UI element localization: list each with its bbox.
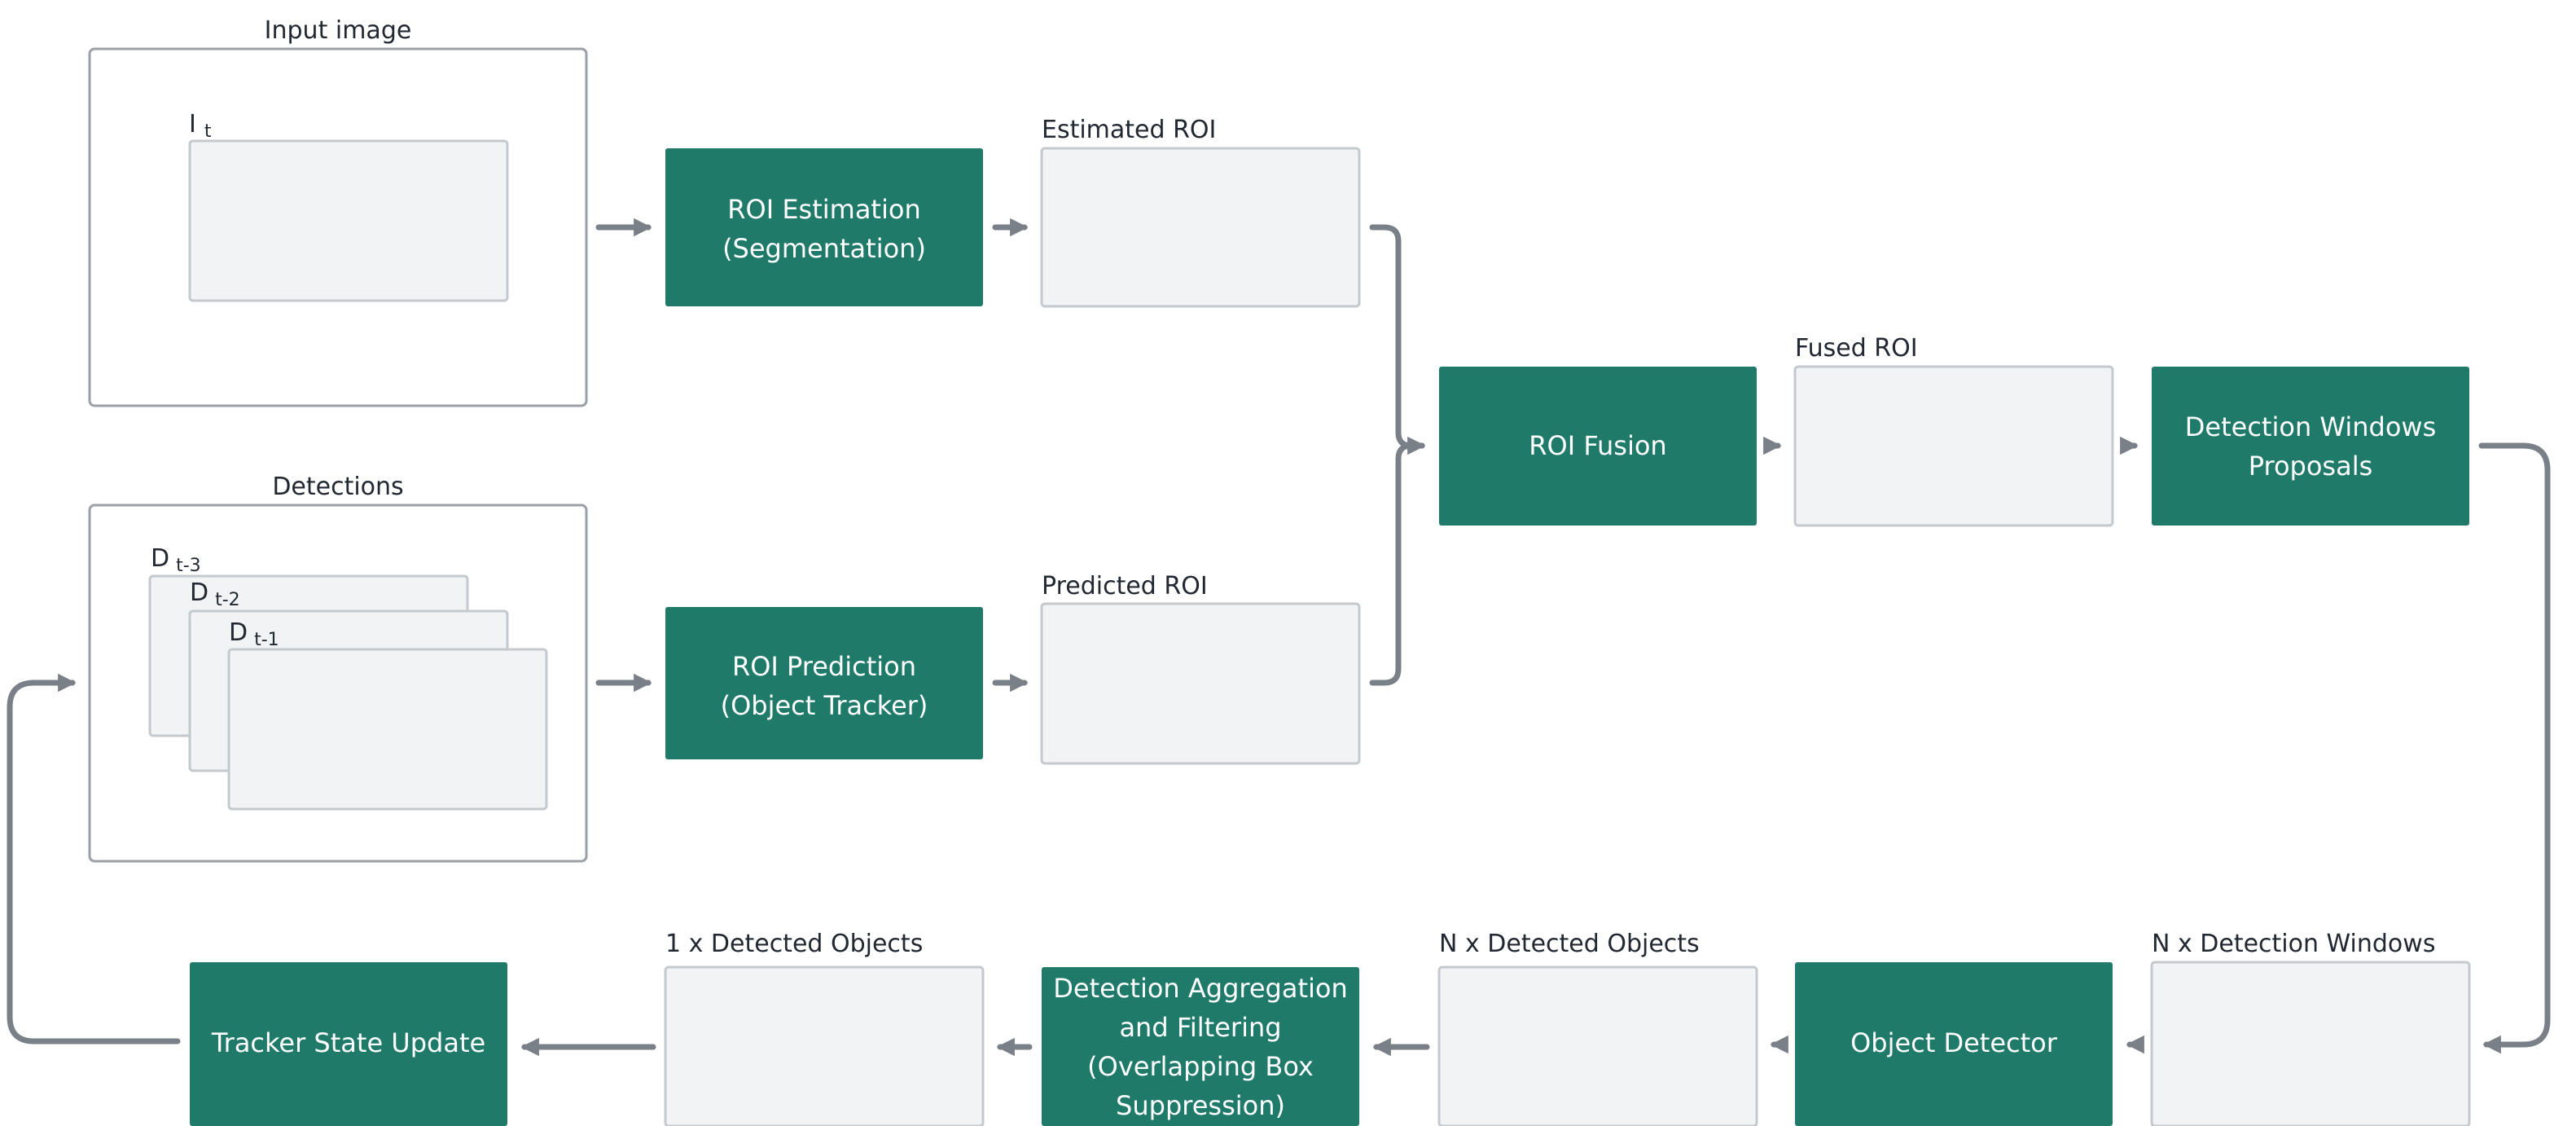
detection-aggregation-line2: and Filtering [1119,1012,1281,1043]
roi-prediction-line1: ROI Prediction [732,651,916,682]
predicted-roi-title: Predicted ROI [1042,572,1208,600]
roi-prediction-line2: (Object Tracker) [721,690,928,721]
detection-windows-proposals-line1: Detection Windows [2185,411,2436,442]
roi-estimation-line2: (Segmentation) [722,233,926,264]
detection-windows-proposals-block [2152,367,2469,526]
arrow-predicted-roi-to-fusion [1369,442,1425,686]
arrow-tracker-update-to-detections [7,673,181,1045]
n-detection-windows-slot [2150,961,2471,1126]
estimated-roi-title: Estimated ROI [1042,116,1216,144]
object-detector-block [1795,962,2113,1126]
detection-aggregation-line3: (Overlapping Box [1087,1051,1314,1082]
n-detection-windows-title: N x Detection Windows [2152,930,2435,958]
roi-fusion-label: ROI Fusion [1529,430,1666,461]
tracker-state-update-label: Tracker State Update [211,1027,485,1058]
arrow-proposals-to-detection-windows [2478,442,2551,1054]
detection-aggregation-line4: Suppression) [1116,1090,1285,1121]
object-detector-label: Object Detector [1850,1027,2058,1058]
input-image-slot [188,139,509,302]
tracker-state-update-block [190,962,507,1126]
n-detected-objects-title: N x Detected Objects [1439,930,1700,958]
fused-roi-title: Fused ROI [1795,334,1918,363]
fused-roi-slot [1793,365,2114,527]
detection-aggregation-block [1042,967,1359,1126]
detection-windows-proposals-line2: Proposals [2249,451,2373,482]
roi-estimation-block [665,148,983,306]
one-detected-objects-title: 1 x Detected Objects [665,930,923,958]
predicted-roi-slot [1040,602,1361,765]
roi-estimation-line1: ROI Estimation [727,194,920,225]
estimated-roi-slot [1040,147,1361,308]
input-image-title: Input image [265,16,412,45]
detection-aggregation-line1: Detection Aggregation [1053,973,1348,1004]
arrow-estimated-roi-to-fusion [1369,224,1426,455]
roi-fusion-block [1439,367,1757,526]
one-detected-objects-slot [664,965,985,1126]
n-detected-objects-slot [1437,965,1758,1126]
detection-frame-t1 [227,648,548,811]
roi-prediction-block [665,607,983,759]
detections-title: Detections [272,473,403,501]
